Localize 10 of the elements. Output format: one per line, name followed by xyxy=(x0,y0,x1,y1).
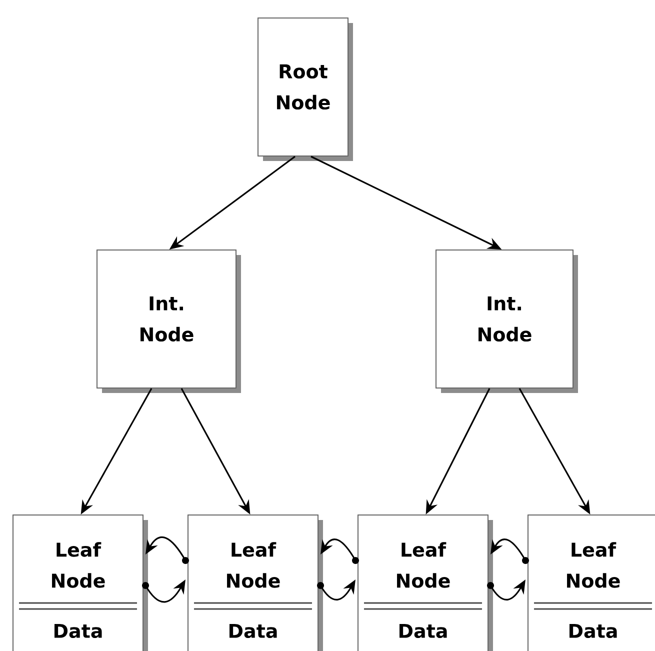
arrow xyxy=(146,536,189,564)
arrow xyxy=(490,538,529,564)
node-box: Int. Node xyxy=(436,250,578,393)
leaf-box: Leaf Node Data xyxy=(12,514,148,651)
node-box: Int. Node xyxy=(96,250,241,393)
leaf-box: Leaf Node Data xyxy=(188,514,323,651)
node-box: Root Node xyxy=(258,18,353,161)
arrow xyxy=(320,538,359,564)
leaf-box: Leaf Node Data xyxy=(528,514,655,651)
leaf-box: Leaf Node Data xyxy=(358,514,493,651)
